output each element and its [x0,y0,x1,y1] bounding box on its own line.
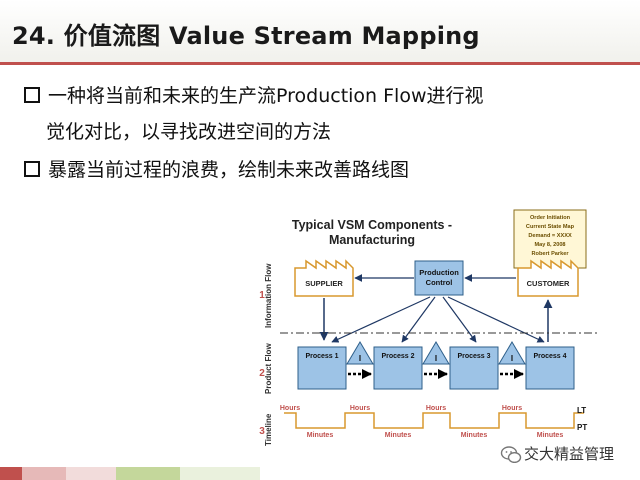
timeline-hours-3: Hours [426,405,446,412]
wechat-logo-icon [500,445,522,463]
bullet-item-1: 一种将当前和未来的生产流Production Flow进行视 [24,84,484,108]
timeline-hours-4: Hours [502,405,522,412]
timeline-minutes-1: Minutes [307,432,334,439]
lead-time-label: LT [577,406,586,415]
production-control-box [414,260,464,296]
customer-label: CUSTOMER [527,279,570,288]
schedule-arrow-process-3 [442,296,477,343]
title-bar: 24. 价值流图 Value Stream Mapping [0,0,640,62]
timeline-minutes-3: Minutes [461,432,488,439]
process-label-2: Process 2 [381,353,414,360]
data-box-line-2: Current State Map [526,224,575,230]
data-box-line-5: Robert Parker [532,251,570,257]
checkbox-bullet-icon [24,160,40,177]
data-box-line-4: May 8, 2008 [534,242,565,248]
order-data-box [513,209,587,269]
process-label-1: Process 1 [305,353,338,360]
checkbox-bullet-icon [24,86,40,103]
data-box-line-1: Order Initiation [530,215,571,221]
bullet-text-3: 暴露当前过程的浪费，绘制未来改善路线图 [48,159,410,181]
bullet-item-2: 暴露当前过程的浪费，绘制未来改善路线图 [24,158,409,182]
inventory-symbol-2: I [435,354,437,363]
row-label-product-flow: Product Flow [264,343,273,394]
data-box-line-3: Demand = XXXX [528,233,572,239]
process-label-3: Process 3 [457,353,490,360]
process-label-4: Process 4 [533,353,566,360]
timeline-ladder [284,412,584,429]
bottom-color-strip [0,467,260,480]
timeline-hours-2: Hours [350,405,370,412]
supplier-label: SUPPLIER [305,279,343,288]
process-box-3 [449,346,499,390]
bullet-text-1: 一种将当前和未来的生产流Production Flow进行视 [48,85,484,107]
row-number-3: 3 [259,426,265,437]
row-number-2: 2 [259,368,265,379]
process-box-2 [373,346,423,390]
diagram-title-line-1: Typical VSM Components - [292,218,452,232]
inventory-triangle-icon [422,341,450,365]
schedule-arrow-process-4 [447,296,545,343]
customer-factory-icon [517,259,579,297]
watermark-text: 交大精益管理 [524,445,615,463]
inventory-triangle-icon [498,341,526,365]
row-label-information-flow: Information Flow [264,263,273,328]
wechat-watermark: 交大精益管理 [500,441,632,467]
row-label-timeline: Timeline [264,413,273,446]
supplier-factory-icon [294,259,354,297]
page-title: 24. 价值流图 Value Stream Mapping [12,22,480,50]
diagram-title-line-2: Manufacturing [329,233,415,247]
vsm-diagram: Typical VSM Components - Manufacturing O… [259,209,598,446]
bullet-item-1-continued: 觉化对比，以寻找改进空间的方法 [46,120,331,144]
timeline-minutes-4: Minutes [537,432,564,439]
title-divider [0,62,640,65]
schedule-arrow-process-2 [401,296,436,343]
inventory-symbol-3: I [511,354,513,363]
schedule-arrow-process-1 [331,296,431,343]
inventory-symbol-1: I [359,354,361,363]
bullet-text-2: 觉化对比，以寻找改进空间的方法 [46,121,332,143]
process-time-label: PT [577,423,587,432]
timeline-hours-1: Hours [280,405,300,412]
production-control-line-2: Control [426,278,453,287]
inventory-triangle-icon [346,341,374,365]
row-number-1: 1 [259,290,265,301]
timeline-minutes-2: Minutes [385,432,412,439]
process-box-1 [297,346,347,390]
production-control-line-1: Production [419,268,459,277]
process-box-4 [525,346,575,390]
